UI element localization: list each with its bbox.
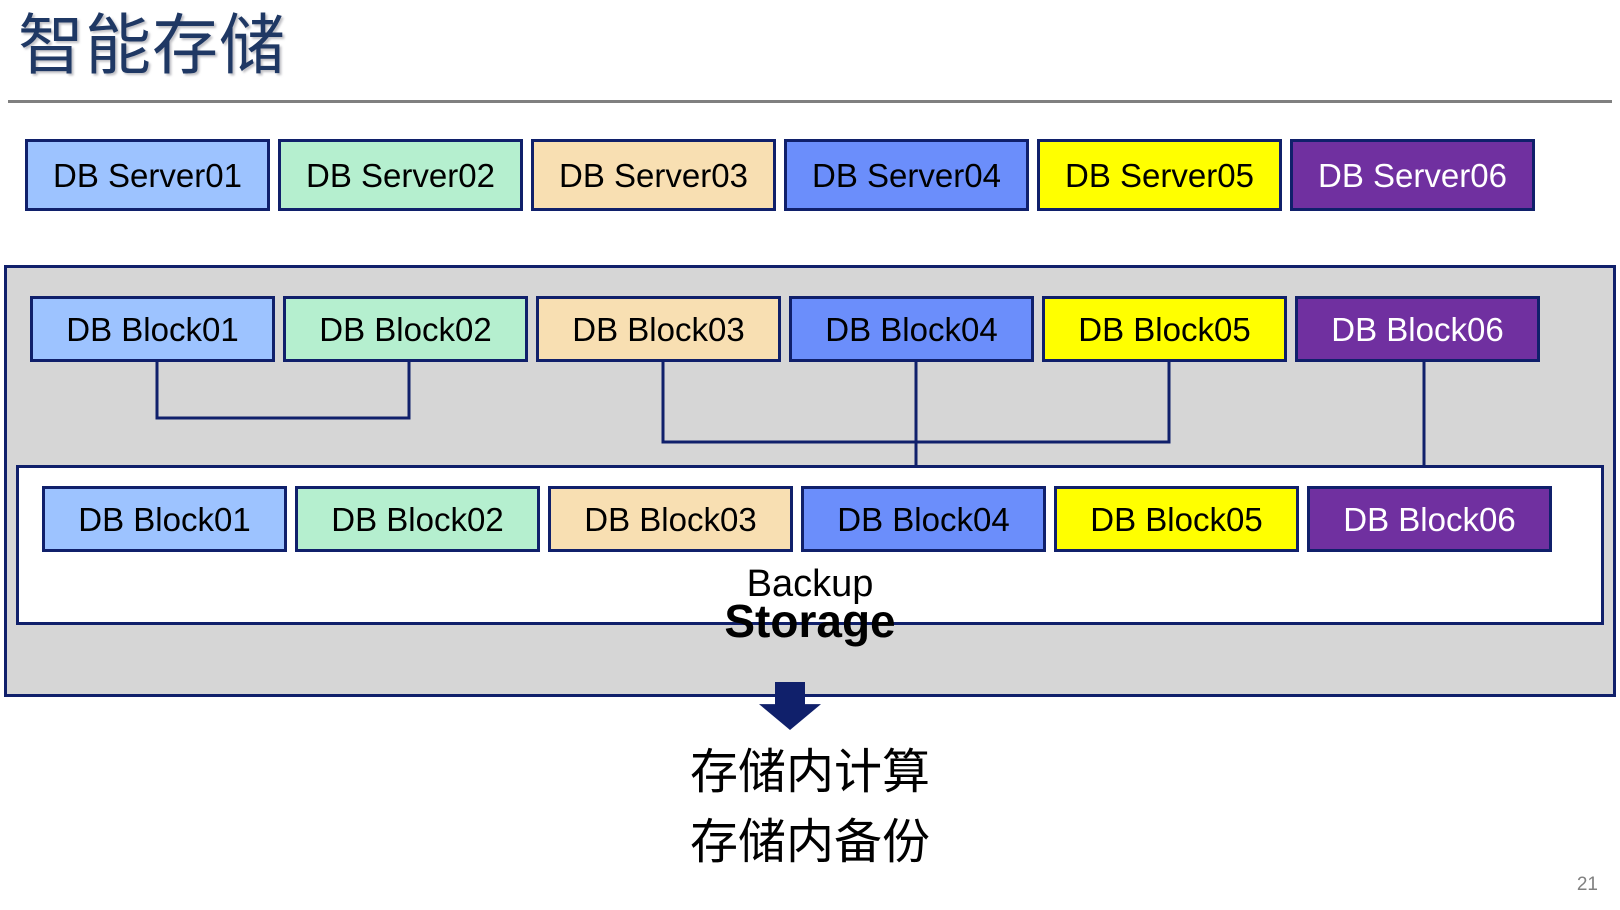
db-server-box-label: DB Server05 — [1065, 156, 1254, 194]
db-block-backup-box-label: DB Block04 — [837, 500, 1010, 538]
page-title: 智能存储 — [18, 8, 286, 82]
db-block-primary-box-1[interactable]: DB Block01 — [30, 296, 275, 362]
bracket-block01-block02 — [155, 360, 411, 420]
db-server-box-4[interactable]: DB Server04 — [784, 139, 1029, 211]
db-server-row: DB Server01 DB Server02 DB Server03 DB Serv… — [0, 139, 1620, 211]
caption-block: 存储内计算 存储内备份 — [0, 738, 1620, 878]
db-block-backup-box-2[interactable]: DB Block02 — [295, 486, 540, 552]
backup-label: Backup — [746, 563, 874, 605]
title-divider — [8, 100, 1612, 103]
db-server-box-label: DB Server04 — [812, 156, 1001, 194]
caption-line-1: 存储内计算 — [689, 746, 930, 799]
storage-container: DB Block01 DB Block02 DB Block03 DB Block04… — [4, 265, 1616, 730]
db-block-backup-box-label: DB Block03 — [584, 500, 757, 538]
db-block-primary-box-label: DB Block05 — [1078, 310, 1251, 348]
db-block-backup-box-4[interactable]: DB Block04 — [801, 486, 1046, 552]
db-server-box-1[interactable]: DB Server01 — [25, 139, 270, 211]
db-block-primary-box-3[interactable]: DB Block03 — [536, 296, 781, 362]
db-block-primary-box-label: DB Block03 — [572, 310, 745, 348]
caption-line-2: 存储内备份 — [689, 816, 930, 869]
db-server-box-label: DB Server01 — [53, 156, 242, 194]
db-block-primary-box-label: DB Block06 — [1331, 310, 1504, 348]
db-block-primary-box-2[interactable]: DB Block02 — [283, 296, 528, 362]
db-block-primary-box-label: DB Block04 — [825, 310, 998, 348]
db-block-backup-box-label: DB Block01 — [78, 500, 251, 538]
db-block-backup-box-label: DB Block05 — [1090, 500, 1263, 538]
db-block-row-backup: DB Block01 DB Block02 DB Block03 DB Block04… — [10, 486, 1616, 552]
db-block-primary-box-label: DB Block01 — [66, 310, 239, 348]
backup-panel: DB Block01 DB Block02 DB Block03 DB Block04… — [16, 465, 1604, 625]
db-server-box-2[interactable]: DB Server02 — [278, 139, 523, 211]
down-arrow-shape — [759, 682, 821, 730]
db-block-backup-box-label: DB Block02 — [331, 500, 504, 538]
db-block-primary-box-6[interactable]: DB Block06 — [1295, 296, 1540, 362]
db-block-backup-box-label: DB Block06 — [1343, 500, 1516, 538]
storage-label: Storage — [724, 595, 896, 647]
db-server-box-label: DB Server02 — [306, 156, 495, 194]
db-server-box-label: DB Server06 — [1318, 156, 1507, 194]
db-block-backup-box-6[interactable]: DB Block06 — [1307, 486, 1552, 552]
db-server-box-3[interactable]: DB Server03 — [531, 139, 776, 211]
db-block-backup-box-1[interactable]: DB Block01 — [42, 486, 287, 552]
db-block-backup-box-3[interactable]: DB Block03 — [548, 486, 793, 552]
db-server-box-6[interactable]: DB Server06 — [1290, 139, 1535, 211]
db-block-primary-box-label: DB Block02 — [319, 310, 492, 348]
db-block-primary-box-4[interactable]: DB Block04 — [789, 296, 1034, 362]
db-block-backup-box-5[interactable]: DB Block05 — [1054, 486, 1299, 552]
db-block-row-primary: DB Block01 DB Block02 DB Block03 DB Block04… — [7, 296, 1613, 362]
db-server-box-5[interactable]: DB Server05 — [1037, 139, 1282, 211]
down-arrow — [759, 682, 821, 730]
db-block-primary-box-5[interactable]: DB Block05 — [1042, 296, 1287, 362]
db-server-box-label: DB Server03 — [559, 156, 748, 194]
page-number: 21 — [1576, 874, 1598, 895]
